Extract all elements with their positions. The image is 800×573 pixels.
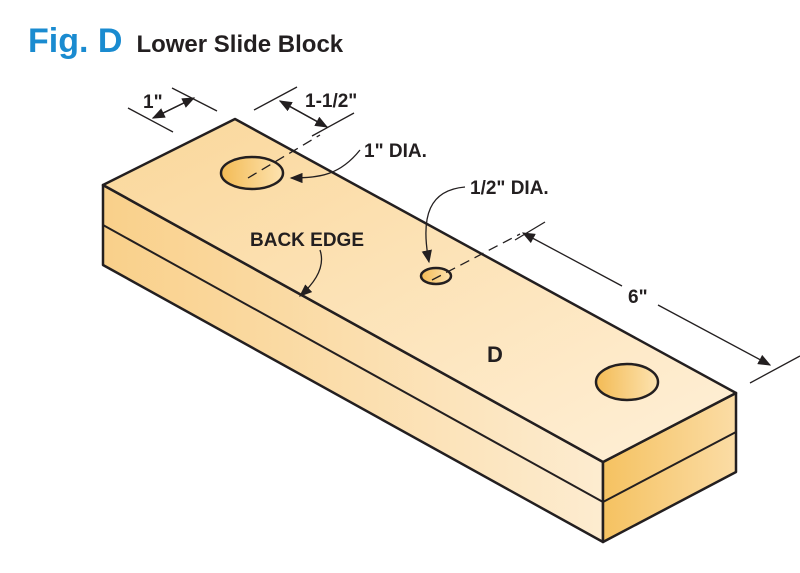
back-edge-label: BACK EDGE <box>250 230 364 251</box>
figure-subtitle: Lower Slide Block <box>136 31 344 58</box>
edge-offset-dimension: 1" <box>143 92 163 113</box>
hole-offset-dimension: 1-1/2" <box>305 91 357 112</box>
large-hole-label: 1" DIA. <box>364 141 427 162</box>
part-label: D <box>487 342 503 367</box>
large-hole-back <box>219 155 285 191</box>
small-hole <box>419 266 453 286</box>
lamination-seam <box>102 224 737 503</box>
hole-spacing-dimension: 6" <box>628 287 648 308</box>
figure-title: Fig. D Lower Slide Block <box>28 22 343 61</box>
figure-label: Fig. D <box>28 22 123 60</box>
block-top-face <box>101 117 738 464</box>
large-hole-front <box>594 362 660 402</box>
small-hole-label: 1/2" DIA. <box>470 178 549 199</box>
